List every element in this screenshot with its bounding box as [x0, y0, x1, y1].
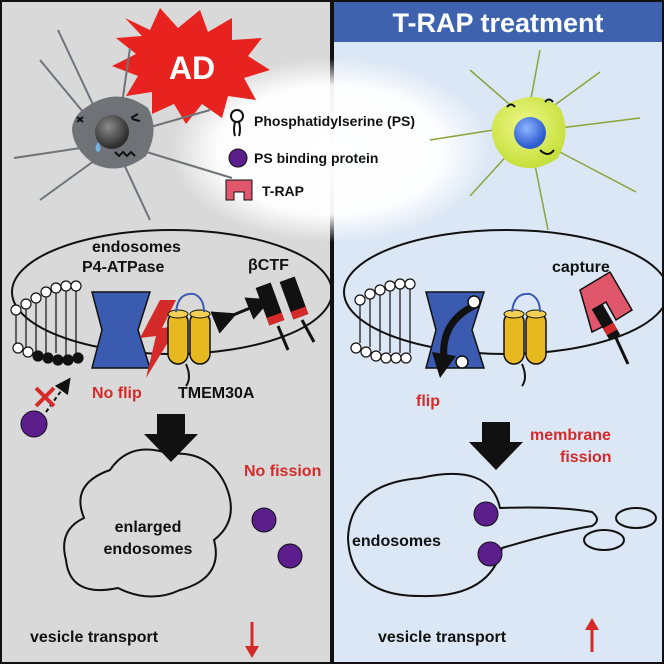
left-lipid-bilayer: [10, 280, 84, 366]
right-bound-protein-1: [473, 501, 499, 527]
enlarged-endosome: [63, 448, 232, 598]
header-title: T-RAP treatment: [392, 8, 603, 38]
left-beta-ctf: [255, 276, 316, 351]
left-no-flip-label: No flip: [92, 385, 142, 402]
enlarged-label-1: enlarged: [115, 519, 182, 536]
left-vesicle-transport: vesicle transport: [30, 629, 159, 646]
left-lightning-icon: [140, 300, 178, 378]
panel-divider: [330, 0, 334, 664]
right-bound-protein-2: [477, 541, 503, 567]
legend-ps-binding-dot: [228, 148, 248, 168]
left-tmem-label: TMEM30A: [178, 385, 255, 402]
right-vesicle-transport: vesicle transport: [378, 629, 507, 646]
right-down-arrow: [469, 422, 523, 470]
legend-trap-label: T-RAP: [262, 183, 304, 199]
ad-badge: AD: [169, 50, 215, 86]
legend-ps-binding-label: PS binding protein: [254, 150, 378, 166]
legend-ps-tail: [233, 121, 241, 137]
right-ps-flipping: [467, 295, 481, 309]
right-lipid-bilayer: [350, 278, 416, 364]
right-fission-label-1: membrane: [530, 427, 611, 444]
legend: Phosphatidylserine (PS) PS binding prote…: [225, 109, 415, 201]
right-vesicle-1: [615, 507, 657, 529]
left-ps-binding-protein: [20, 410, 48, 438]
right-endosomes-label: endosomes: [352, 533, 441, 550]
left-ctf-label: βCTF: [248, 257, 289, 274]
neuron-healthy: [429, 49, 641, 231]
legend-ps-label: Phosphatidylserine (PS): [254, 113, 415, 129]
right-endosome-tubule: [346, 472, 598, 598]
left-interaction-arrow: [210, 297, 272, 334]
ad-starburst: [112, 8, 270, 124]
header-bar: [334, 2, 662, 42]
left-free-protein-2: [277, 543, 303, 569]
blocked-x-icon: [34, 386, 56, 408]
right-up-red-arrowhead: [585, 618, 599, 630]
left-dashed-arrow: [45, 377, 71, 413]
neuron-diseased: [13, 29, 233, 221]
left-free-protein-1: [251, 507, 277, 533]
trap-capture: [579, 270, 634, 365]
enlarged-label-2: endosomes: [104, 541, 193, 558]
right-capture-label: capture: [552, 259, 610, 276]
right-vesicle-2: [583, 529, 625, 551]
left-down-red-arrowhead: [245, 646, 259, 658]
legend-ps-head: [230, 109, 244, 123]
right-tmem30a: [503, 292, 547, 387]
left-tmem30a: [167, 292, 211, 387]
right-flip-label: flip: [416, 393, 440, 410]
right-fission-label-2: fission: [560, 449, 612, 466]
right-ps-flipped: [455, 355, 469, 369]
left-atpase-label: P4-ATPase: [82, 259, 165, 276]
legend-trap-shape: [225, 179, 253, 201]
left-endosomes-label: endosomes: [92, 239, 181, 256]
left-down-arrow: [144, 414, 198, 462]
right-flip-arrowhead: [432, 352, 456, 378]
left-no-fission-label: No fission: [244, 463, 321, 480]
